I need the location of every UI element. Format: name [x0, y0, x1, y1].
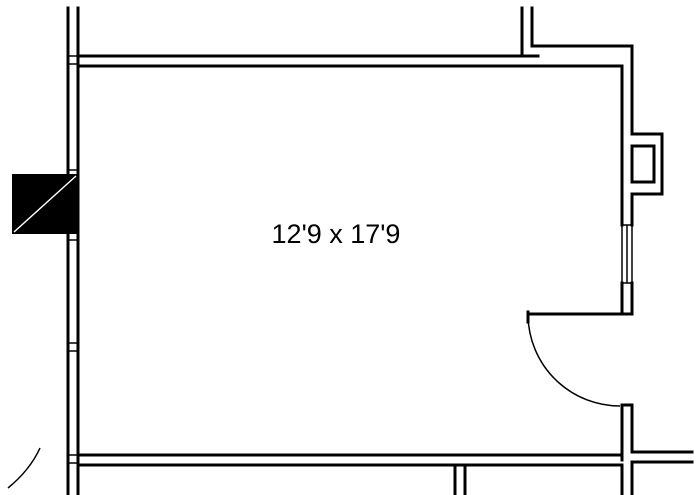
wall-niche — [630, 144, 656, 184]
right-wall — [526, 64, 694, 462]
top-wall — [76, 6, 634, 136]
side-window — [621, 224, 633, 284]
room-dimensions-label: 12'9 x 17'9 — [272, 219, 401, 249]
bottom-wall — [76, 453, 694, 495]
fireplace — [12, 174, 78, 234]
exterior-arc — [7, 447, 41, 489]
door — [526, 310, 621, 407]
left-wall — [66, 6, 80, 495]
